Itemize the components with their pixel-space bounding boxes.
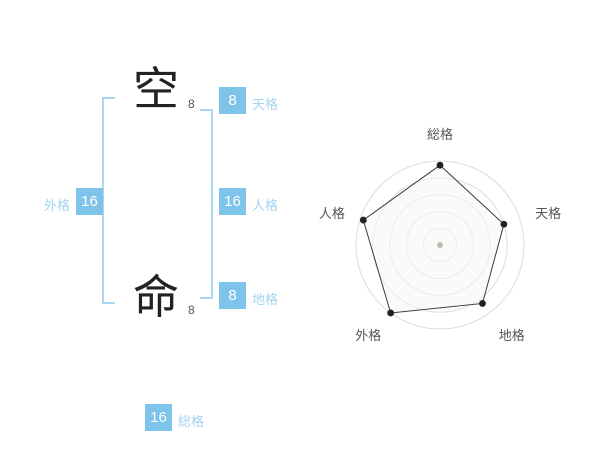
gaikaku-value-badge: 16: [76, 188, 103, 215]
radar-axis-label: 人格: [319, 206, 345, 221]
jinkaku-label: 人格: [252, 198, 279, 213]
radar-axis-label: 地格: [499, 328, 525, 343]
radar-axis-label: 総格: [427, 127, 453, 142]
soukaku-label: 総格: [178, 414, 205, 429]
chikaku-label: 地格: [252, 292, 279, 307]
gokaku-radar-chart: 総格天格地格 外格 人格: [300, 110, 590, 390]
tenkaku-value-badge: 8: [219, 87, 246, 114]
name-character-1: 空: [133, 63, 179, 115]
chikaku-value-badge: 8: [219, 282, 246, 309]
soukaku-value-badge: 16: [145, 404, 172, 431]
character-2-stroke-count: 8: [188, 303, 195, 317]
jinkaku-bracket: [200, 109, 213, 299]
radar-axis-label: 外格: [355, 328, 381, 343]
character-1-stroke-count: 8: [188, 97, 195, 111]
gaikaku-bracket: [102, 97, 115, 304]
name-character-2: 命: [133, 271, 179, 323]
radar-axis-label: 天格: [535, 206, 561, 221]
gaikaku-label: 外格: [44, 198, 71, 213]
tenkaku-label: 天格: [252, 97, 279, 112]
jinkaku-value-badge: 16: [219, 188, 246, 215]
